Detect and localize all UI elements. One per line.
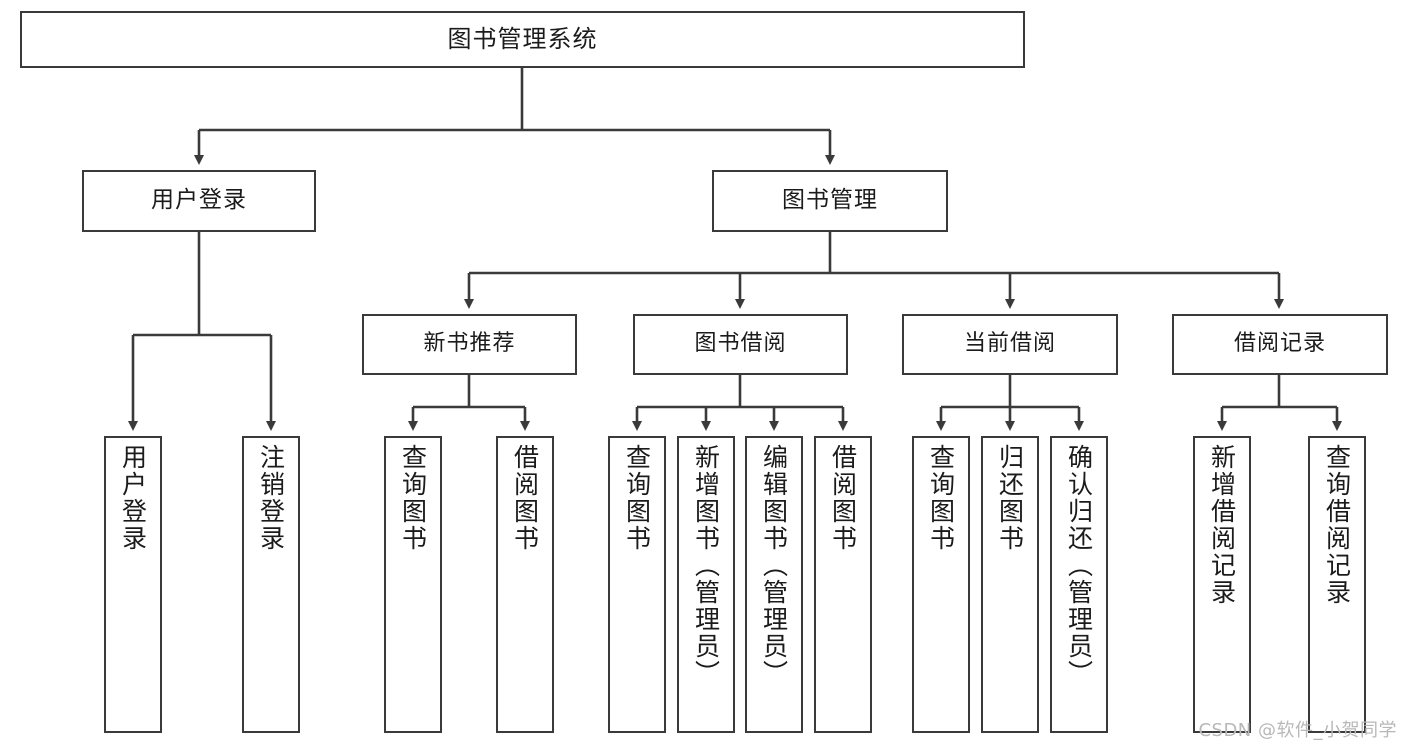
node-label: 借阅图书 [510,444,540,552]
node-label: 归还图书 [995,444,1025,552]
node-label: 查询图书 [926,444,956,552]
node-leaf-book-borrow-edit-book[interactable]: 编辑图书（管理员） [745,436,803,733]
node-label: 图书管理 [782,187,878,214]
node-label: 图书管理系统 [447,25,598,54]
node-label: 借阅记录 [1233,331,1326,357]
node-leaf-new-book-borrow-book[interactable]: 借阅图书 [496,436,554,733]
node-new-book-recommend[interactable]: 新书推荐 [362,314,577,375]
node-borrow-record[interactable]: 借阅记录 [1172,314,1388,375]
node-label: 用户登录 [118,444,148,552]
node-label: 新书推荐 [423,331,516,357]
watermark: CSDN @软件_小贺同学 [1198,720,1397,741]
node-label: 借阅图书 [828,444,858,552]
node-label: 查询图书 [622,444,652,552]
node-book-management[interactable]: 图书管理 [712,170,948,232]
node-leaf-borrow-record-add-record[interactable]: 新增借阅记录 [1193,436,1251,733]
node-leaf-borrow-record-query-record[interactable]: 查询借阅记录 [1308,436,1366,733]
node-label: 图书借阅 [694,331,787,357]
node-label: 编辑图书（管理员） [759,444,789,687]
node-leaf-user-login-logout[interactable]: 注销登录 [242,436,300,733]
node-label: 注销登录 [256,444,286,552]
node-label: 查询借阅记录 [1322,444,1352,606]
node-leaf-user-login-login[interactable]: 用户登录 [104,436,162,733]
node-leaf-book-borrow-add-book[interactable]: 新增图书（管理员） [677,436,735,733]
node-leaf-book-borrow-borrow-book[interactable]: 借阅图书 [814,436,872,733]
node-leaf-book-borrow-query-book[interactable]: 查询图书 [608,436,666,733]
node-leaf-current-borrow-query-book[interactable]: 查询图书 [912,436,970,733]
node-label: 当前借阅 [963,331,1056,357]
node-current-borrow[interactable]: 当前借阅 [902,314,1118,375]
node-book-borrow[interactable]: 图书借阅 [633,314,848,375]
node-leaf-current-borrow-confirm-return[interactable]: 确认归还（管理员） [1050,436,1108,733]
node-leaf-current-borrow-return-book[interactable]: 归还图书 [981,436,1039,733]
node-user-login[interactable]: 用户登录 [82,170,316,232]
node-leaf-new-book-query-book[interactable]: 查询图书 [384,436,442,733]
node-label: 用户登录 [151,187,247,214]
node-label: 新增借阅记录 [1207,444,1237,606]
node-root-book-management-system[interactable]: 图书管理系统 [20,11,1025,68]
node-label: 确认归还（管理员） [1064,444,1094,687]
node-label: 查询图书 [398,444,428,552]
node-label: 新增图书（管理员） [691,444,721,687]
